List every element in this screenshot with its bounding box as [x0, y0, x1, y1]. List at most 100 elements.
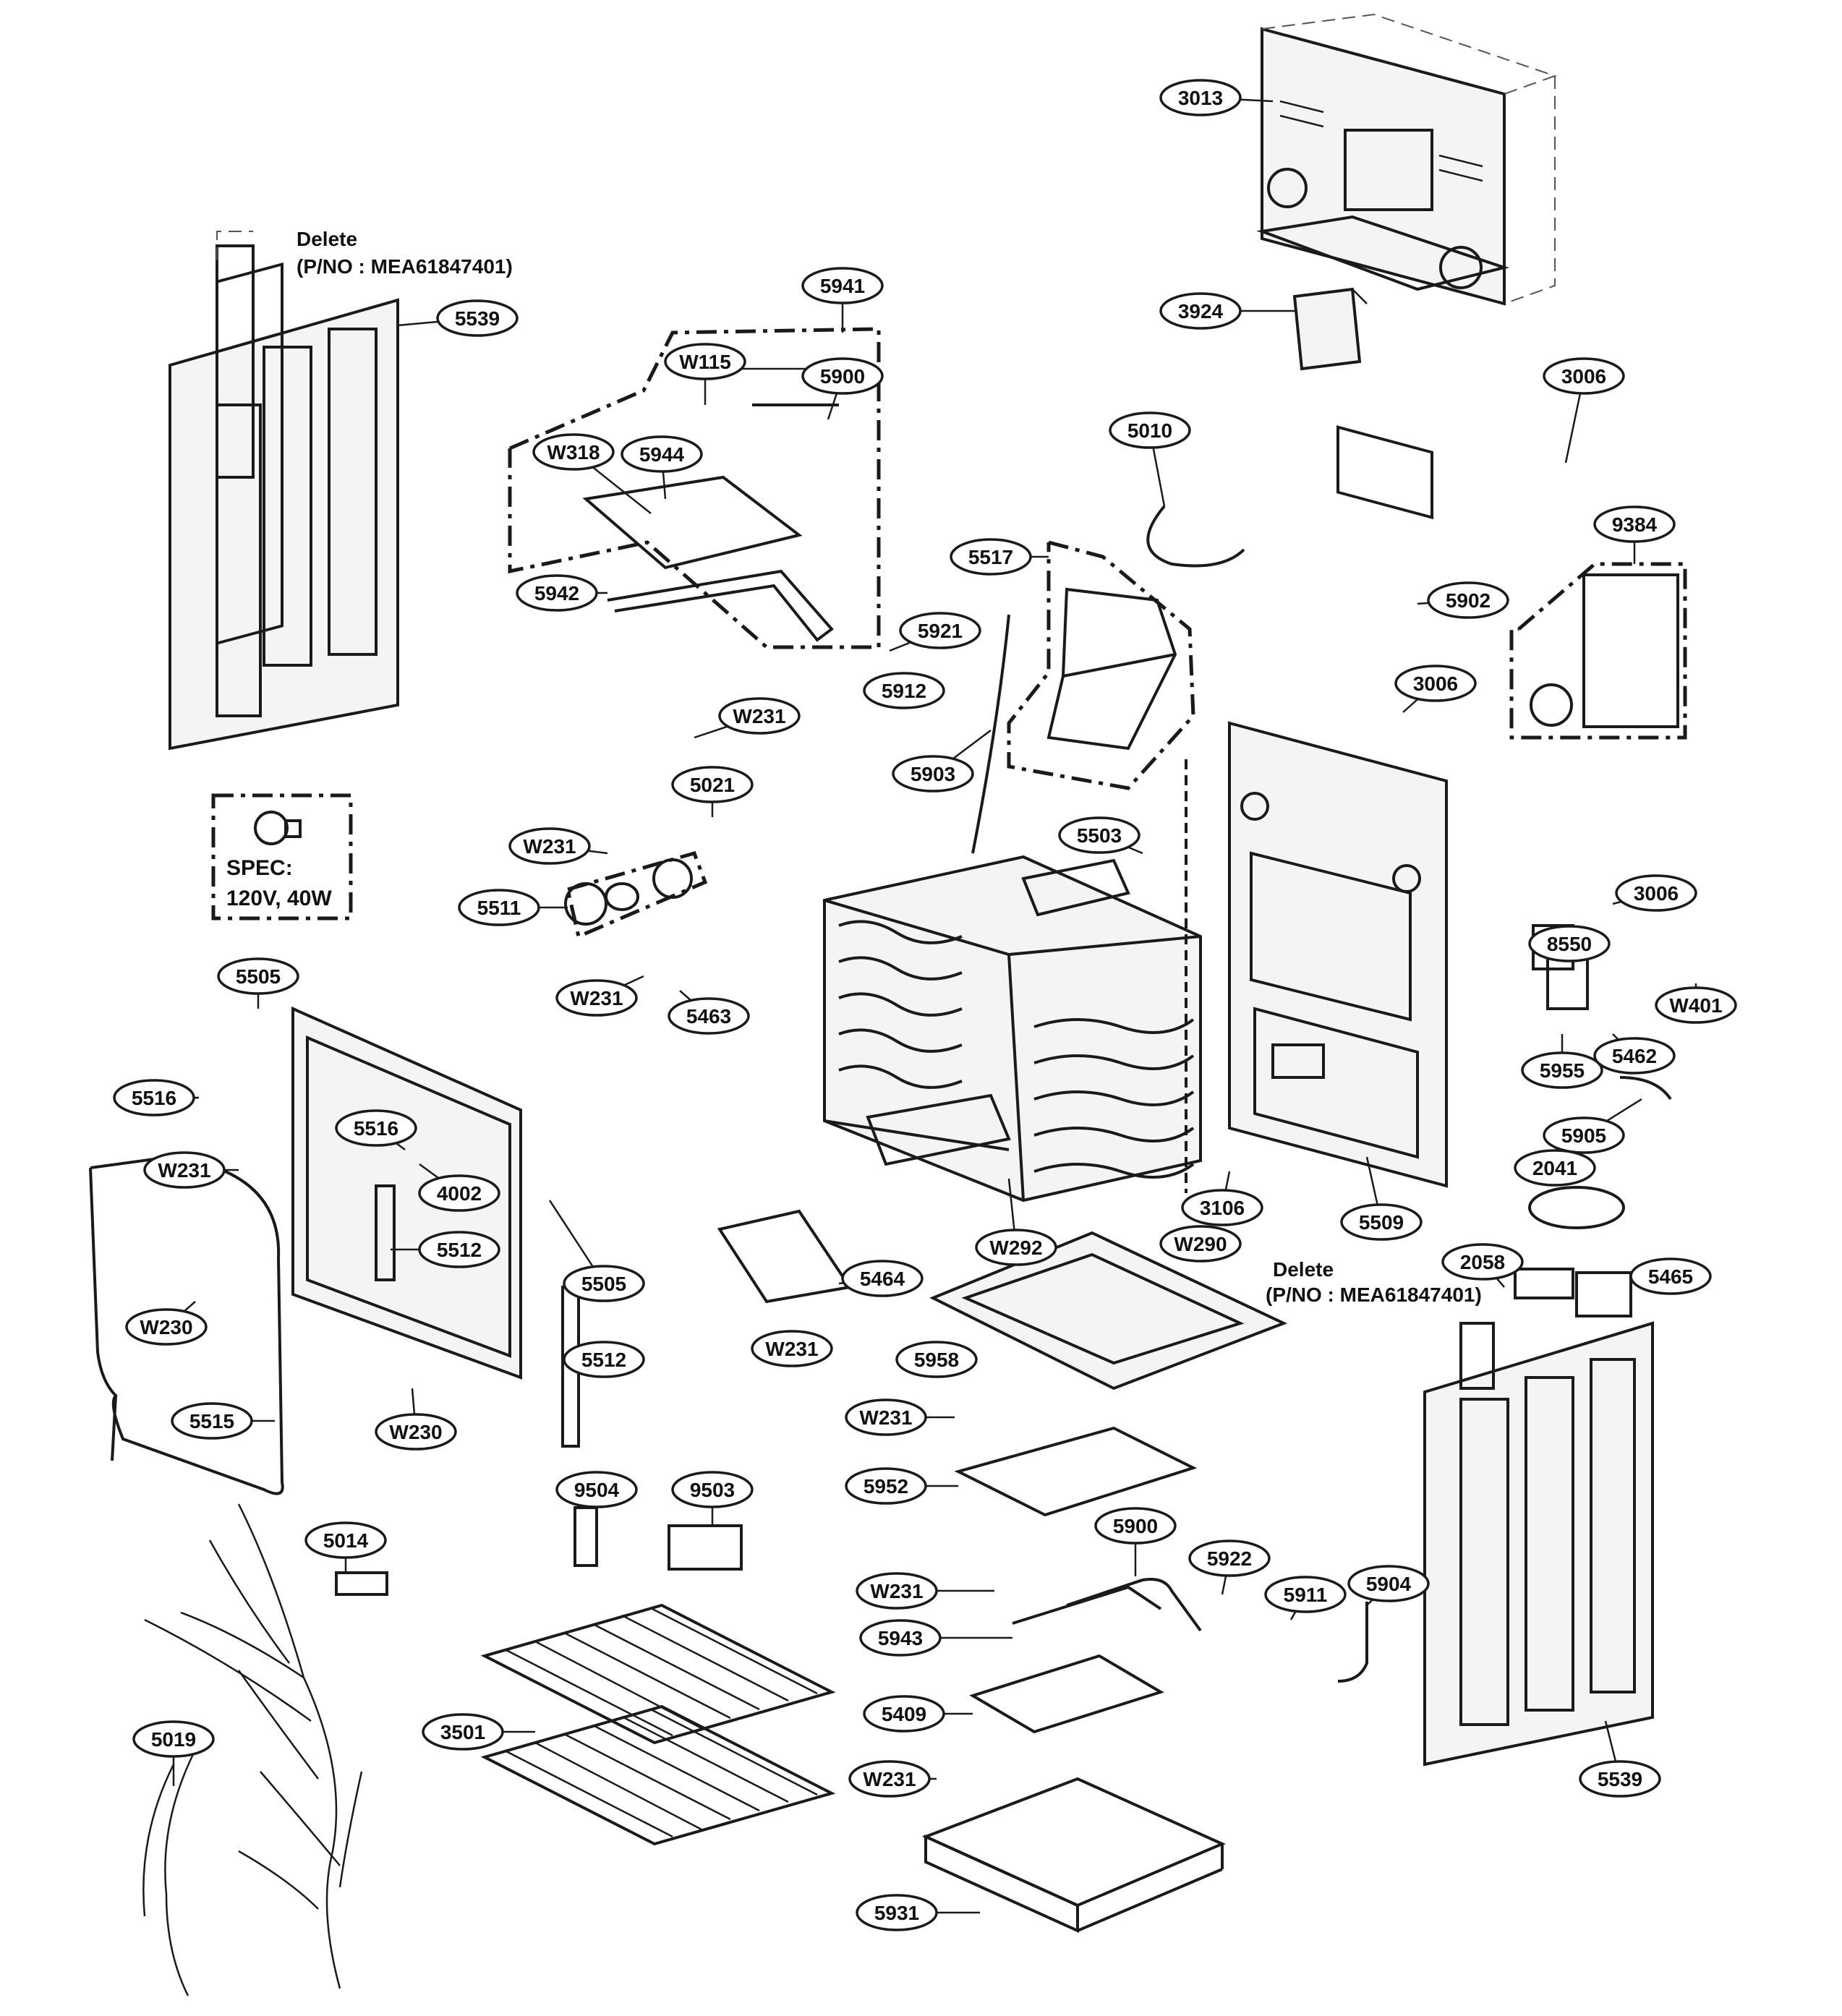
callout-bubble [1264, 1576, 1347, 1613]
callout-bubble [899, 612, 981, 649]
callout-5509: 5509 [1340, 1156, 1423, 1241]
callout-bubble [375, 1413, 457, 1451]
callout-bubble [1094, 1507, 1177, 1545]
callout-bubble [1593, 1037, 1676, 1075]
callout-text: 5922 [1207, 1547, 1252, 1570]
callout-text: 5014 [323, 1529, 369, 1552]
callout-4002: 4002 [418, 1163, 500, 1212]
callout-text: W231 [859, 1406, 912, 1429]
lamp-spec-box: SPEC: 120V, 40W [211, 793, 353, 921]
callout-bubble [1543, 357, 1625, 395]
callout-5943: 5943 [859, 1619, 1012, 1657]
callout-text: 5941 [820, 275, 865, 297]
spec-value: 120V, 40W [226, 887, 332, 910]
callout-3501: 3501 [422, 1713, 535, 1751]
small-parts-drawing [574, 505, 1672, 1683]
lower-assembly-drawing [717, 1209, 1288, 1934]
callout-bubble [132, 1720, 215, 1758]
callout-8550: 8550 [1528, 925, 1611, 962]
callout-text: 5465 [1648, 1265, 1693, 1288]
callout-bubble [458, 889, 540, 926]
callout-5905: 5905 [1543, 1098, 1642, 1154]
callout-text: 5516 [354, 1117, 398, 1140]
lamp-assembly-group-drawing [564, 850, 708, 939]
callout-text: 3106 [1200, 1197, 1245, 1219]
callout-text: 5462 [1612, 1045, 1657, 1067]
callout-text: 5931 [874, 1902, 919, 1924]
callout-5903: 5903 [892, 730, 992, 793]
callout-bubble [718, 697, 801, 735]
rear-cavity-panel-drawing [1228, 721, 1448, 1188]
callout-w290: W290 [1159, 1225, 1242, 1263]
callout-text: 4002 [437, 1182, 482, 1205]
callout-bubble [563, 1265, 645, 1302]
callout-bubble [335, 1109, 417, 1147]
callout-5465: 5465 [1629, 1257, 1712, 1295]
callout-bubble [895, 1341, 978, 1378]
callout-5512: 5512 [391, 1231, 500, 1268]
callout-text: 3501 [440, 1721, 485, 1743]
callout-text: 5464 [860, 1268, 905, 1290]
oven-racks-drawing [480, 1603, 836, 1846]
callout-5539: 5539 [1579, 1720, 1661, 1798]
callout-bubble [1528, 925, 1611, 962]
callout-text: 5516 [132, 1087, 176, 1109]
callout-text: 5463 [686, 1005, 731, 1028]
callout-bubble [1058, 816, 1140, 854]
callout-5902: 5902 [1417, 581, 1509, 619]
callout-text: 5503 [1077, 824, 1122, 847]
callout-w231: W231 [848, 1760, 937, 1798]
callout-5911: 5911 [1264, 1576, 1347, 1620]
callout-text: 5902 [1446, 589, 1491, 612]
callout-text: W231 [570, 987, 623, 1009]
callout-bubble [845, 1467, 927, 1505]
callout-5942: 5942 [516, 574, 607, 612]
callout-text: 5010 [1127, 419, 1172, 442]
callout-text: 5900 [820, 365, 865, 388]
callout-text: 5515 [189, 1410, 234, 1432]
callout-text: 5942 [534, 582, 579, 605]
callout-text: 5539 [455, 307, 500, 330]
callout-bubble [532, 433, 615, 471]
callout-text: 5509 [1359, 1211, 1404, 1234]
callout-text: 5905 [1561, 1124, 1606, 1147]
callout-text: W231 [523, 835, 576, 858]
callout-5931: 5931 [856, 1894, 980, 1931]
callout-text: 8550 [1547, 933, 1592, 955]
callout-bubble [856, 1572, 938, 1610]
callout-2058: 2058 [1441, 1243, 1524, 1288]
callout-text: W230 [389, 1421, 442, 1443]
callout-w292: W292 [975, 1178, 1057, 1266]
callout-5516: 5516 [113, 1079, 199, 1116]
front-frame-drawing [291, 1006, 580, 1448]
callout-5958: 5958 [895, 1341, 978, 1378]
bracket-3924-drawing [1292, 287, 1368, 371]
delete-note-right-line1: Delete [1273, 1258, 1334, 1281]
callout-3006: 3006 [1612, 874, 1697, 912]
left-side-panel-drawing [169, 231, 399, 751]
callout-w231: W231 [508, 827, 608, 865]
callout-3924: 3924 [1159, 292, 1295, 330]
callout-bubble [1543, 1116, 1625, 1154]
callout-3006: 3006 [1543, 357, 1625, 464]
callout-text: 5517 [968, 546, 1013, 568]
callout-5511: 5511 [458, 889, 568, 926]
callout-bubble [1188, 1539, 1271, 1577]
callout-5464: 5464 [838, 1260, 924, 1297]
callout-5904: 5904 [1347, 1565, 1430, 1606]
callout-w231: W231 [143, 1151, 239, 1189]
callout-text: 5952 [864, 1475, 908, 1498]
callout-text: 5955 [1540, 1059, 1585, 1082]
callout-text: 9504 [574, 1479, 620, 1501]
callout-bubble [859, 1619, 942, 1657]
callout-text: 9503 [690, 1479, 735, 1501]
callout-bubble [1427, 581, 1509, 619]
callout-w230: W230 [375, 1388, 457, 1451]
callout-w230: W230 [125, 1301, 208, 1346]
callout-w401: W401 [1655, 983, 1737, 1024]
callout-bubble [1340, 1203, 1423, 1241]
callout-3106: 3106 [1181, 1171, 1263, 1226]
callout-bubble [664, 343, 746, 380]
callout-bubble [563, 1341, 645, 1378]
callout-bubble [1593, 505, 1676, 543]
